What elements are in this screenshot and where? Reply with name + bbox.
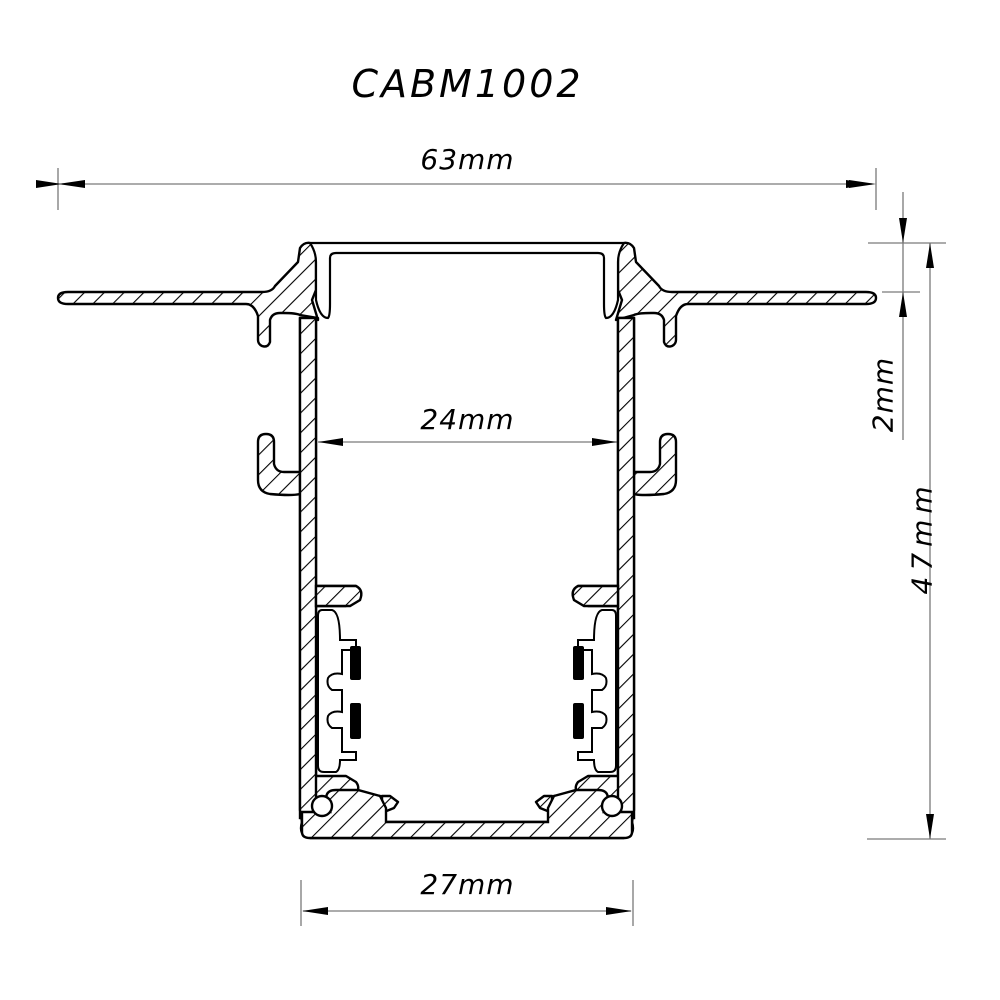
arrow-2-bottom [899, 292, 907, 317]
arrow-47-top [926, 243, 934, 268]
diffuser-cover [307, 241, 627, 320]
right-wall-strip [616, 316, 636, 820]
contact-strip [350, 646, 361, 680]
arrow-27-left [302, 907, 328, 915]
left-wall-strip [298, 316, 318, 820]
dimension-label-inner-width: 24mm [420, 403, 515, 436]
contact-strip [350, 703, 361, 739]
arrow-24-right [592, 438, 617, 446]
arrow-63-right [849, 180, 876, 188]
dimension-label-bottom-width: 27mm [420, 868, 515, 901]
dimension-47mm [867, 243, 946, 840]
right-flange [614, 241, 878, 348]
left-screw-channel [310, 794, 334, 818]
arrow-27-right [606, 907, 632, 915]
contact-strip [573, 703, 584, 739]
contact-strip [573, 646, 584, 680]
right-upper-hook [632, 432, 678, 497]
dimension-63mm [36, 168, 877, 210]
right-upper-ledge [571, 584, 620, 608]
right-conductor-insert [573, 609, 617, 773]
dimension-label-overall-width: 63mm [420, 143, 515, 176]
left-conductor-insert [317, 609, 361, 773]
arrow-2-top [899, 218, 907, 243]
arrow-24-left [318, 438, 343, 446]
left-upper-ledge [314, 584, 363, 608]
arrow-63-left [58, 180, 85, 188]
dimension-27mm [300, 880, 634, 926]
dimension-label-flange-offset: 2mm [866, 356, 900, 433]
drawing-title: CABM1002 [351, 62, 584, 106]
dimension-label-total-height: 47mm [905, 480, 939, 595]
left-flange [56, 241, 320, 348]
profile-section [56, 241, 878, 840]
bottom-base-strip [300, 788, 634, 840]
right-screw-channel [600, 794, 624, 818]
left-upper-hook [256, 432, 302, 497]
arrow-47-bottom [926, 814, 934, 839]
